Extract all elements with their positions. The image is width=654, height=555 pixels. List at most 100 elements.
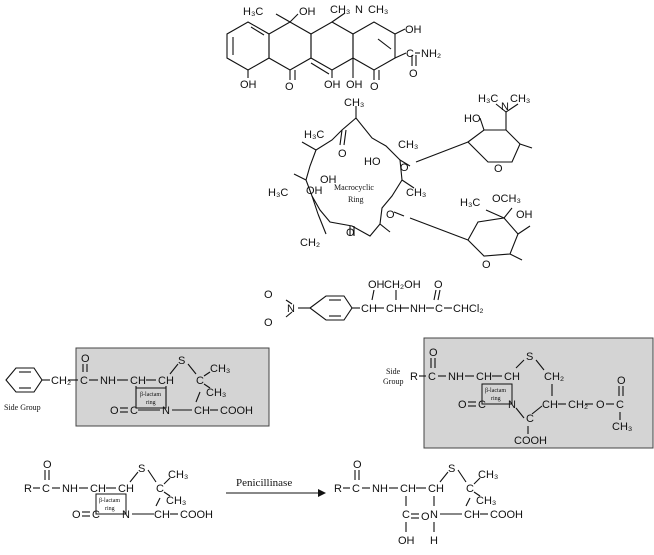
penicillin-beta-lactam: β-lactam (140, 392, 161, 398)
macrolide-sugar2-oh: OH (516, 209, 533, 221)
cephalosporin-structure: Side Group R C O NH CH CH S CH₂ β-lactam… (383, 337, 654, 449)
penicillin-ch2: CH₂ (51, 375, 71, 387)
product-ch-2: CH (428, 483, 444, 495)
tetracycline-oh-bottom: OH (324, 79, 341, 91)
product-ch3-b: CH₃ (476, 495, 496, 507)
reactant-beta-lactam: β-lactam (99, 498, 120, 504)
macrolide-sugar1-ho: HO (464, 113, 481, 125)
tetracycline-oh-bottom-mid: OH (346, 79, 363, 91)
chloramphenicol-oh: OH (368, 279, 385, 291)
chloramphenicol-chcl2: CHCl₂ (453, 303, 484, 315)
macrolide-oh-1: OH (320, 174, 337, 186)
cephalosporin-side-label-2: Group (383, 377, 403, 386)
penicillin-structure: Side Group CH₂ C O NH CH CH S C CH₃ CH₃ … (4, 347, 270, 427)
macrolide-sugar2-h3c: H₃C (460, 197, 480, 209)
tetracycline-ring-b (268, 21, 312, 71)
penicillin-ch3-b: CH₃ (206, 387, 226, 399)
macrolide-sugar2-o: O (482, 259, 491, 271)
reactant-nh: NH (62, 483, 78, 495)
chloramphenicol-c: C (435, 303, 443, 315)
macrolide-ch3-2: CH₃ (398, 139, 418, 151)
cephalosporin-o3: O (458, 399, 467, 411)
macrolide-label-macrocyclic: Macrocyclic (334, 183, 374, 192)
penicillin-c3: C (130, 405, 138, 417)
cephalosporin-o5: O (617, 375, 626, 387)
macrolide-sugar1-o: O (494, 163, 503, 175)
reactant-ch-1: CH (90, 483, 106, 495)
macrolide-h3c-2: H₃C (268, 187, 288, 199)
tetracycline-oh-top: OH (299, 6, 316, 18)
cephalosporin-ch3: CH₃ (612, 421, 632, 433)
reaction-reactant: R C O NH CH CH S C CH₃ CH₃ β-lactam ring… (24, 459, 213, 521)
cephalosporin-s: S (526, 351, 533, 363)
macrolide-ch2: CH₂ (300, 237, 320, 249)
reactant-s: S (138, 463, 145, 475)
reactant-r: R (24, 483, 32, 495)
penicillin-ch-2: CH (158, 375, 174, 387)
cephalosporin-core-box (423, 337, 654, 449)
tetracycline-ch3-right: CH₃ (368, 4, 388, 16)
cephalosporin-c5: C (616, 399, 624, 411)
macrolide-o-lactone: O (346, 227, 355, 239)
product-cooh: COOH (490, 509, 523, 521)
cephalosporin-ch-2: CH (504, 371, 520, 383)
cephalosporin-n: N (508, 399, 516, 411)
tetracycline-ring-c (310, 21, 354, 71)
product-h: H (430, 535, 438, 547)
penicillin-c: C (80, 375, 88, 387)
reactant-ch3-a: CH₃ (168, 469, 188, 481)
product-c2: C (466, 483, 474, 495)
macrolide-o-keto: O (338, 148, 347, 160)
tetracycline-structure: H₃C OH CH₃ N CH₃ OH C NH₂ O OH O OH OH O (226, 4, 441, 93)
cephalosporin-o: O (429, 347, 438, 359)
cephalosporin-nh: NH (448, 371, 464, 383)
reaction-arrowhead (318, 489, 326, 497)
reaction-product: R C O NH CH CH S C CH₃ CH₃ C O (334, 459, 523, 547)
macrolide-ho: HO (364, 156, 381, 168)
penicillin-o3: O (110, 405, 119, 417)
cephalosporin-ch-1: CH (476, 371, 492, 383)
cephalosporin-ring: ring (491, 396, 501, 402)
reactant-o: O (43, 459, 52, 471)
penicillin-n: N (162, 405, 170, 417)
product-o3: O (421, 511, 430, 523)
chloramphenicol-o3: O (434, 279, 443, 291)
reactant-c: C (42, 483, 50, 495)
reactant-c2: C (156, 483, 164, 495)
reaction-enzyme-label: Penicillinase (236, 477, 292, 489)
macrolide-sugar1-n: N (501, 101, 509, 113)
tetracycline-conh2-c: C (406, 48, 414, 60)
cephalosporin-side-label-1: Side (386, 367, 401, 376)
cephalosporin-o4: O (596, 399, 605, 411)
cephalosporin-ch: CH (542, 399, 558, 411)
macrolide-sugar2-och3: OCH₃ (492, 193, 521, 205)
macrolide-sugar-1 (467, 129, 521, 163)
macrolide-sugar1-h3c: H₃C (478, 93, 498, 105)
macrolide-sugar1-ch3: CH₃ (510, 93, 530, 105)
reactant-ch3-b: CH₃ (166, 495, 186, 507)
macrolide-h3c-1: H₃C (304, 129, 324, 141)
product-s: S (448, 463, 455, 475)
penicillin-side-group-label: Side Group (4, 403, 41, 412)
product-o: O (353, 459, 362, 471)
cephalosporin-r: R (410, 371, 418, 383)
cephalosporin-ch2-link: CH₂ (568, 399, 588, 411)
product-r: R (334, 483, 342, 495)
product-ch-4: CH (464, 509, 480, 521)
penicillin-ch-1: CH (130, 375, 146, 387)
reactant-o3: O (72, 509, 81, 521)
cephalosporin-cooh: COOH (514, 435, 547, 447)
penicillin-cooh: COOH (220, 405, 253, 417)
macrolide-structure: H₃C CH₃ O HO CH₃ O OH H₃C OH Macrocyclic… (268, 93, 533, 271)
macrolide-ch3-top: CH₃ (344, 97, 364, 109)
chloramphenicol-structure: O N O OH CH₂OH CH CH NH C O CHCl₂ (264, 279, 484, 329)
macrolide-oh-2: OH (306, 185, 323, 197)
product-ch-1: CH (400, 483, 416, 495)
product-oh: OH (398, 535, 415, 547)
tetracycline-n: N (355, 4, 363, 16)
cephalosporin-ch2: CH₂ (544, 371, 564, 383)
chloramphenicol-ch-2: CH (386, 303, 402, 315)
product-c3: C (402, 509, 410, 521)
reactant-c3: C (92, 509, 100, 521)
penicillin-o: O (81, 353, 90, 365)
